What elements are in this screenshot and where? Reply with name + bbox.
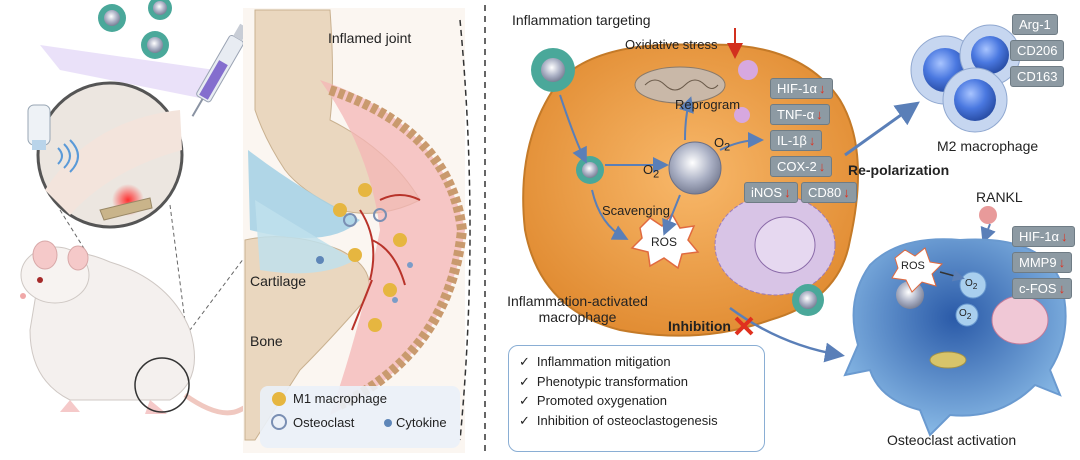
scavenge-arrow xyxy=(662,194,681,236)
ultrasound-probe-icon xyxy=(27,104,79,173)
m1-marker-tag: COX-2↓ xyxy=(770,156,833,177)
check-icon: ✓ xyxy=(519,373,530,389)
inhibition-label: Inhibition xyxy=(668,318,731,334)
uptake-arrow xyxy=(559,94,587,164)
osteoclast-ros-icon xyxy=(891,247,944,293)
inhibition-arrow xyxy=(729,306,845,363)
reprogram-arrow xyxy=(678,96,694,141)
vesicle-icon xyxy=(738,60,758,80)
osteoclast-ros-label: ROS xyxy=(901,260,925,272)
outcomes-box: ✓Inflammation mitigation ✓Phenotypic tra… xyxy=(508,345,765,452)
outcome-item: ✓Inflammation mitigation xyxy=(519,354,671,369)
outcome-item: ✓Promoted oxygenation xyxy=(519,393,667,408)
oxidative-stress-label: Oxidative stress xyxy=(625,37,718,52)
o2-label-osteoclast-2: O2 xyxy=(959,308,972,321)
zoom-line xyxy=(169,204,191,361)
legend-cytokine-label: Cytokine xyxy=(396,415,447,430)
o2-bubble-icon xyxy=(959,271,987,299)
inflamed-joint-label: Inflamed joint xyxy=(328,30,412,46)
m1-macrophage-legend-icon xyxy=(272,392,286,406)
marker-arrow xyxy=(719,132,764,151)
scavenge-arrow-2 xyxy=(591,189,629,240)
legend-osteoclast-label: Osteoclast xyxy=(293,415,355,430)
repolarization-label: Re-polarization xyxy=(848,162,950,178)
o2-bubble-icon xyxy=(955,303,979,327)
check-icon: ✓ xyxy=(519,354,530,369)
activated-macrophage-label: Inflammation-activated macrophage xyxy=(507,293,648,325)
nanoparticle-icon xyxy=(98,0,172,59)
reprogram-label: Reprogram xyxy=(675,97,741,112)
m2-macrophage-cluster xyxy=(910,24,1021,133)
osteoclast-marker-tag: HIF-1α↓ xyxy=(1012,226,1075,247)
rankl-receptor-icon xyxy=(979,206,997,244)
ros-label: ROS xyxy=(651,235,678,249)
o2-label-left: O2 xyxy=(643,162,660,181)
knee-highlight xyxy=(134,357,190,413)
m2-marker-tag: CD163 xyxy=(1010,66,1065,87)
scavenging-label: Scavenging xyxy=(602,203,670,218)
cytokine-legend-icon xyxy=(384,419,392,427)
nanoparticle-center-icon xyxy=(668,141,722,195)
joint-cross-section xyxy=(243,8,471,453)
outcome-item: ✓Inhibition of osteoclastogenesis xyxy=(519,412,718,428)
inhibition-cross-icon xyxy=(734,316,754,336)
osteoclast-legend-icon xyxy=(271,414,287,430)
m2-macrophage-label: M2 macrophage xyxy=(937,138,1039,154)
mitochondrion-icon xyxy=(929,351,967,369)
m1-marker-tag: TNF-α↓ xyxy=(770,104,830,125)
ros-to-o2-arrow xyxy=(939,269,965,282)
check-icon: ✓ xyxy=(519,412,530,428)
osteoclast-nucleus-icon xyxy=(991,295,1049,345)
osteoclast-activation-label: Osteoclast activation xyxy=(887,432,1017,448)
vesicle-icon xyxy=(734,107,750,123)
injection-beam xyxy=(40,45,215,100)
outcome-item: ✓Phenotypic transformation xyxy=(519,373,688,389)
check-icon: ✓ xyxy=(519,393,530,408)
legend-m1-label: M1 macrophage xyxy=(293,391,387,406)
m1-marker-tag: iNOS↓ xyxy=(744,182,798,203)
m2-marker-tag: Arg-1 xyxy=(1012,14,1058,35)
m1-marker-tag: HIF-1α↓ xyxy=(770,78,833,99)
m1-marker-tag: IL-1β↓ xyxy=(770,130,823,151)
rankl-label: RANKL xyxy=(976,189,1023,205)
rat-illustration xyxy=(20,240,267,416)
o2-label-right: O2 xyxy=(714,135,731,154)
o2-label-osteoclast-1: O2 xyxy=(965,278,978,291)
osteoclast-marker-tag: c-FOS↓ xyxy=(1012,278,1073,299)
syringe-icon xyxy=(191,23,249,117)
osteoclast-marker-tag: MMP9↓ xyxy=(1012,252,1073,273)
joint-magnifier xyxy=(36,81,184,229)
m1-marker-tag: CD80↓ xyxy=(801,182,857,203)
nanoparticle-icon xyxy=(896,281,924,309)
bone-label: Bone xyxy=(250,333,283,349)
cartilage-label: Cartilage xyxy=(250,273,307,289)
repolarization-arrow xyxy=(844,101,920,157)
m2-marker-tag: CD206 xyxy=(1010,40,1065,61)
legend-box xyxy=(260,386,460,448)
inflammation-targeting-label: Inflammation targeting xyxy=(512,12,651,28)
